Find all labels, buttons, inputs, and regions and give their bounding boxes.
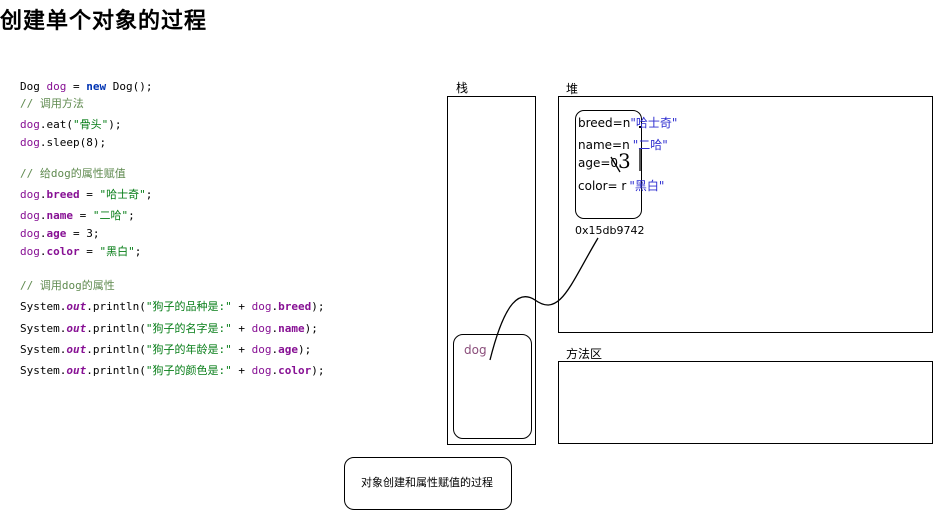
method-area-label: 方法区 [566, 347, 603, 361]
reference-arrow [489, 237, 599, 361]
code-line: Dog dog = new Dog(); [20, 80, 153, 93]
handwritten-age-value: 3 [618, 149, 631, 173]
code-line: dog.age = 3; [20, 227, 100, 240]
stack-var-dog: dog [464, 343, 487, 357]
code-comment: // 给dog的属性赋值 [20, 167, 126, 180]
code-line: System.out.println("狗子的品种是:" + dog.breed… [20, 300, 325, 313]
code-line: System.out.println("狗子的颜色是:" + dog.color… [20, 364, 325, 377]
heap-label: 堆 [566, 82, 579, 96]
page-title: 创建单个对象的过程 [0, 9, 208, 34]
code-line: dog.name = "二哈"; [20, 209, 135, 222]
object-address: 0x15db9742 [575, 224, 645, 237]
dog-reference-frame [453, 334, 532, 439]
caption-box [344, 457, 512, 510]
code-line: dog.sleep(8); [20, 136, 107, 149]
field-color: color= r"黑白" [578, 179, 665, 193]
code-line: dog.color = "黑白"; [20, 245, 142, 258]
field-name: name=n"二哈" [578, 138, 668, 152]
code-line: dog.breed = "哈士奇"; [20, 188, 153, 201]
code-line: System.out.println("狗子的年龄是:" + dog.age); [20, 343, 312, 356]
code-line: dog.eat("骨头"); [20, 118, 122, 131]
stack-region [447, 96, 536, 445]
field-breed: breed=n"哈士奇" [578, 116, 678, 130]
age-strike-mark [610, 156, 621, 173]
stack-label: 栈 [456, 81, 469, 95]
method-area-region [558, 361, 933, 444]
code-comment: // 调用方法 [20, 97, 84, 110]
code-line: System.out.println("狗子的名字是:" + dog.name)… [20, 322, 318, 335]
heap-region [558, 96, 933, 333]
code-comment: // 调用dog的属性 [20, 279, 115, 292]
caption-text: 对象创建和属性赋值的过程 [361, 476, 493, 489]
dog-object [575, 110, 642, 219]
field-age: age=0 [578, 156, 619, 170]
